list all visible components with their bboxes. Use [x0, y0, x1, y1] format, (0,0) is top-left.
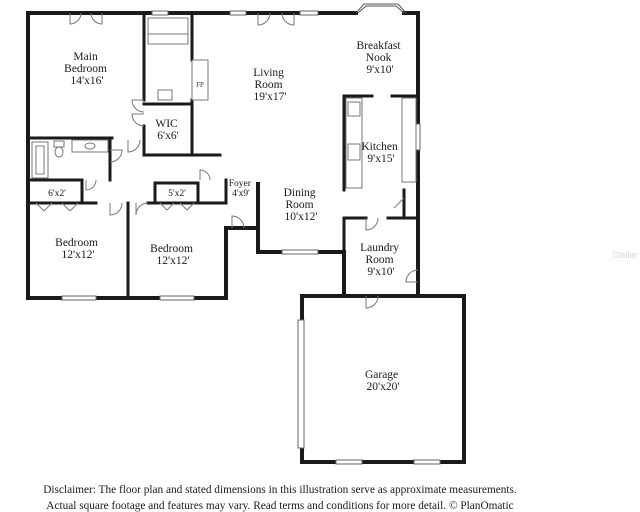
watermark: Stellar — [612, 250, 638, 260]
room-label-closet-1: 6'x2' — [48, 189, 66, 199]
room-label-closet-2: 5'x2' — [168, 189, 186, 199]
room-label-living-room: Living Room 19'x17' — [253, 67, 287, 103]
windows — [61, 10, 441, 465]
room-label-kitchen: Kitchen 9'x15' — [361, 141, 400, 165]
floor-plan: Main Bedroom 14'x16' Living Room 19'x17'… — [26, 3, 466, 465]
bay-window — [355, 3, 407, 14]
doors — [35, 12, 419, 449]
room-label-garage: Garage 20'x20' — [365, 369, 401, 393]
fixtures — [31, 17, 417, 189]
room-label-main-bedroom: Main Bedroom 14'x16' — [64, 51, 110, 87]
room-label-wic: WIC 6'x6' — [155, 118, 180, 142]
disclaimer-line-2: Actual square footage and features may v… — [46, 499, 514, 512]
room-label-bedroom-2: Bedroom 12'x12' — [150, 243, 196, 267]
disclaimer-line-1: Disclaimer: The floor plan and stated di… — [43, 484, 517, 496]
interior-walls — [26, 11, 420, 300]
room-label-laundry-room: Laundry Room 9'x10' — [360, 242, 402, 278]
room-label-breakfast-nook: Breakfast Nook 9'x10' — [357, 40, 404, 76]
disclaimer: Disclaimer: The floor plan and stated di… — [0, 483, 560, 512]
room-labels: Main Bedroom 14'x16' Living Room 19'x17'… — [48, 40, 404, 393]
room-label-dining-room: Dining Room 10'x12' — [284, 187, 319, 223]
room-label-foyer: Foyer 4'x9' — [229, 179, 254, 199]
fireplace-label: FP — [196, 81, 204, 89]
room-label-bedroom-1: Bedroom 12'x12' — [55, 237, 101, 261]
